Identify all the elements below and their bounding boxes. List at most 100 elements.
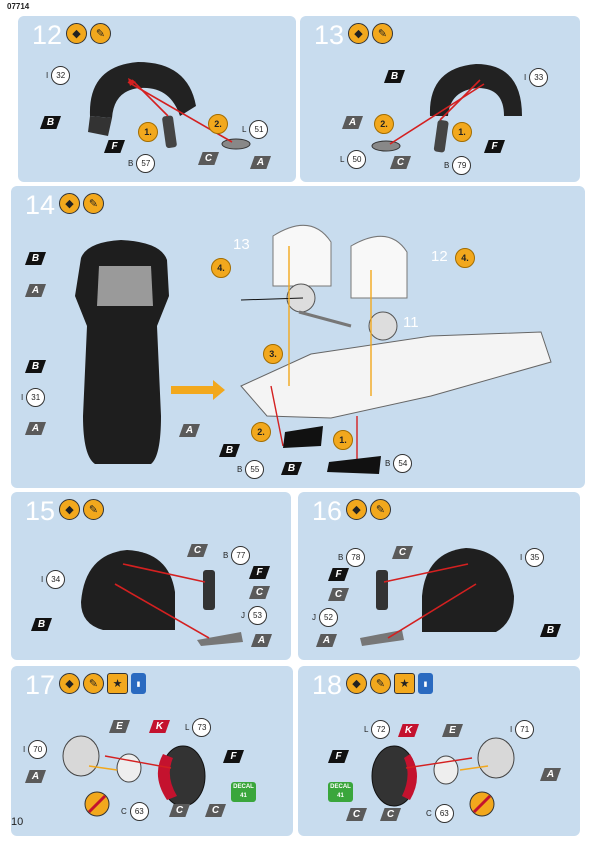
step-number: 18 bbox=[312, 670, 343, 700]
tag-B: B bbox=[31, 618, 52, 631]
glue-icon: ◆ bbox=[346, 499, 367, 520]
page-number: 10 bbox=[11, 816, 24, 828]
step-icons: ◆ ✎ ★ ▮ bbox=[59, 673, 146, 694]
tag-E: E bbox=[442, 724, 463, 737]
tag-A: A bbox=[250, 156, 271, 169]
step-number: 15 bbox=[25, 496, 56, 526]
decal-icon: ★ bbox=[394, 673, 415, 694]
glue-icon: ◆ bbox=[348, 23, 369, 44]
tag-K: K bbox=[149, 720, 170, 733]
wheel-arch-diagram bbox=[371, 64, 522, 153]
tag-F: F bbox=[484, 140, 505, 153]
tag-B: B bbox=[281, 462, 302, 475]
decal-icon: ★ bbox=[107, 673, 128, 694]
step-number: 13 bbox=[314, 20, 345, 50]
wheel-arch-diagram bbox=[88, 62, 251, 150]
order-1: 1. bbox=[333, 430, 353, 450]
underbody-diagram bbox=[75, 224, 552, 474]
tag-B: B bbox=[40, 116, 61, 129]
order-4: 4. bbox=[455, 248, 475, 268]
brush-icon: ✎ bbox=[83, 499, 104, 520]
brush-icon: ✎ bbox=[370, 673, 391, 694]
suspension-diagram bbox=[360, 548, 514, 646]
brake-disc-diagram bbox=[62, 735, 206, 817]
brake-disc-diagram bbox=[371, 737, 515, 817]
tag-B: B bbox=[25, 252, 46, 265]
step-icons: ◆ ✎ bbox=[59, 193, 104, 214]
tag-C: C bbox=[390, 156, 411, 169]
tag-A: A bbox=[540, 768, 561, 781]
order-2: 2. bbox=[208, 114, 228, 134]
brush-icon: ✎ bbox=[90, 23, 111, 44]
tag-A: A bbox=[179, 424, 200, 437]
tag-A: A bbox=[251, 634, 272, 647]
tag-C: C bbox=[169, 804, 190, 817]
suspension-diagram bbox=[81, 550, 243, 646]
brush-icon: ✎ bbox=[370, 499, 391, 520]
step-number: 16 bbox=[312, 496, 343, 526]
page-code: 07714 bbox=[7, 2, 30, 11]
step-icons: ◆ ✎ bbox=[59, 499, 104, 520]
glue-icon: ◆ bbox=[66, 23, 87, 44]
step-icons: ◆ ✎ bbox=[66, 23, 111, 44]
tag-B: B bbox=[25, 360, 46, 373]
order-1: 1. bbox=[452, 122, 472, 142]
tag-E: E bbox=[109, 720, 130, 733]
ref-11: 11 bbox=[403, 314, 419, 331]
tag-A: A bbox=[25, 770, 46, 783]
tag-A: A bbox=[25, 422, 46, 435]
step-icons: ◆ ✎ bbox=[348, 23, 393, 44]
tag-F: F bbox=[249, 566, 270, 579]
tag-F: F bbox=[104, 140, 125, 153]
tag-A: A bbox=[342, 116, 363, 129]
tag-C: C bbox=[187, 544, 208, 557]
tag-C: C bbox=[392, 546, 413, 559]
ref-12: 12 bbox=[431, 248, 448, 265]
tag-B: B bbox=[384, 70, 405, 83]
tag-A: A bbox=[316, 634, 337, 647]
tag-C: C bbox=[328, 588, 349, 601]
ref-13: 13 bbox=[233, 236, 250, 253]
glue-icon: ◆ bbox=[59, 673, 80, 694]
tag-F: F bbox=[223, 750, 244, 763]
step-icons: ◆ ✎ ★ ▮ bbox=[346, 673, 433, 694]
glue-icon: ◆ bbox=[346, 673, 367, 694]
tag-B: B bbox=[219, 444, 240, 457]
tag-F: F bbox=[328, 750, 349, 763]
brush-icon: ✎ bbox=[83, 673, 104, 694]
tag-C: C bbox=[346, 808, 367, 821]
tag-B: B bbox=[540, 624, 561, 637]
glue-icon: ◆ bbox=[59, 193, 80, 214]
tag-K: K bbox=[398, 724, 419, 737]
tag-C: C bbox=[198, 152, 219, 165]
tag-F: F bbox=[328, 568, 349, 581]
step-icons: ◆ ✎ bbox=[346, 499, 391, 520]
paint-bottle-icon: ▮ bbox=[418, 673, 433, 694]
step-number: 14 bbox=[25, 190, 56, 220]
order-2: 2. bbox=[251, 422, 271, 442]
step-number: 12 bbox=[32, 20, 63, 50]
